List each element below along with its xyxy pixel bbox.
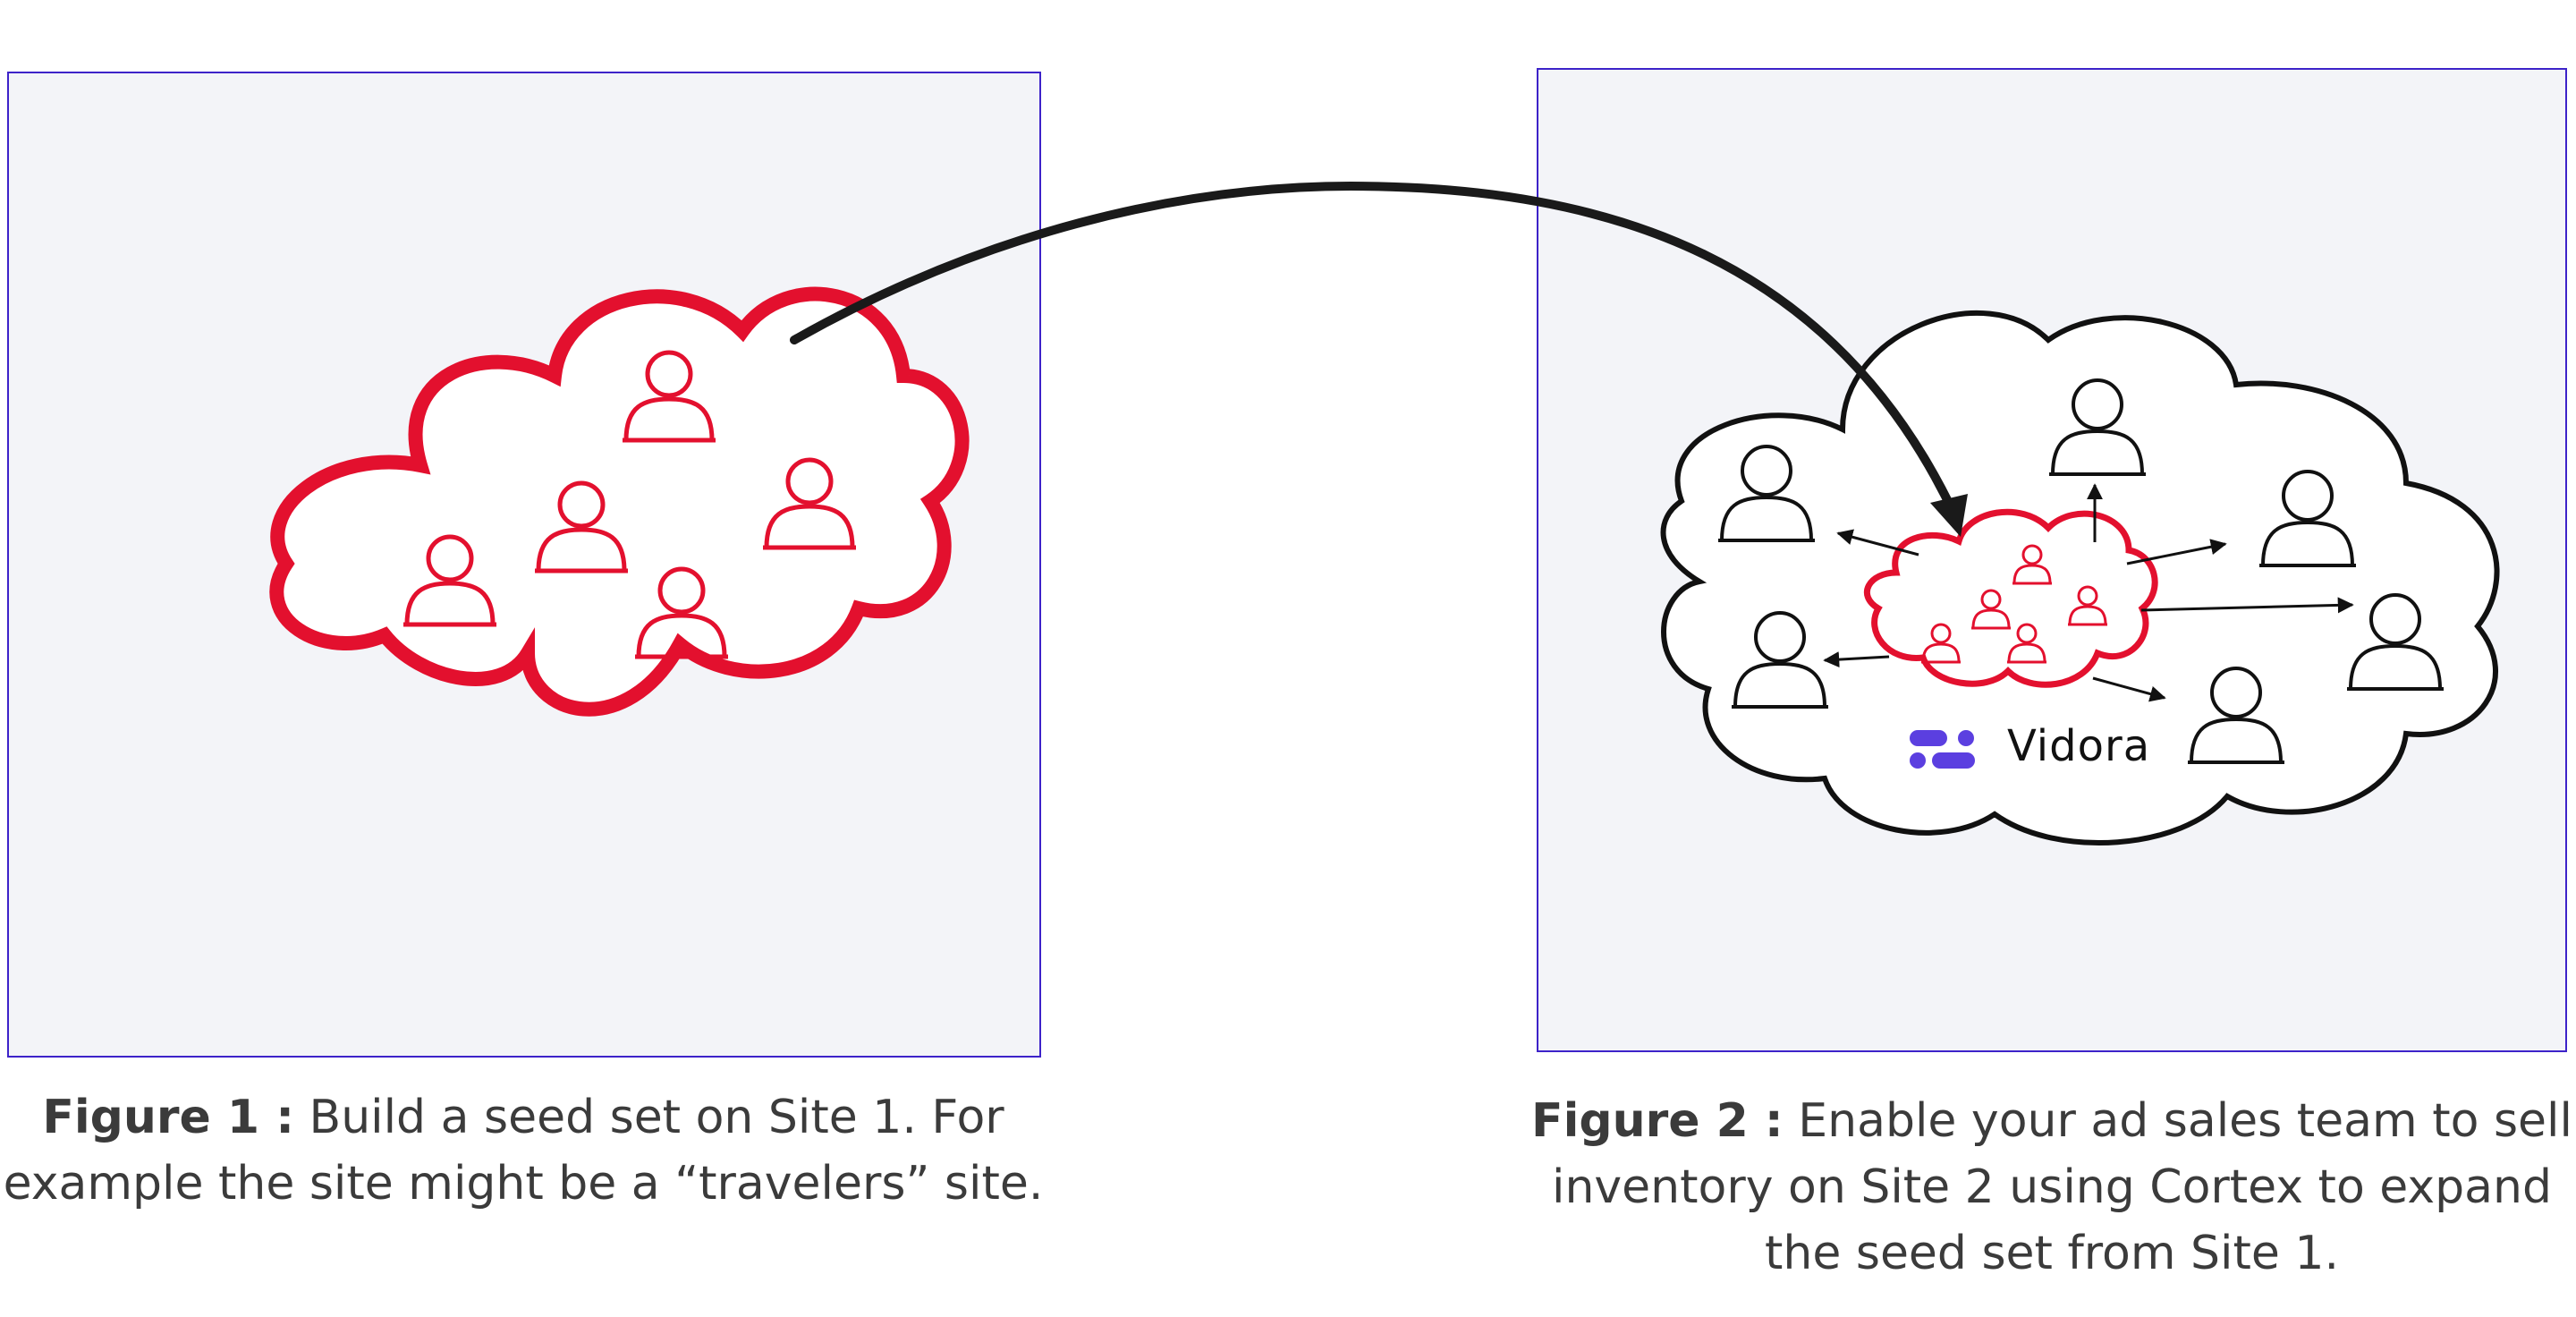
figure-2-caption-body: Enable your ad sales team to sell invent… <box>1552 1094 2572 1280</box>
curved-arrow-head <box>1930 494 1968 537</box>
figure-1-caption: Figure 1 : Build a seed set on Site 1. F… <box>0 1084 1046 1217</box>
figure-2-caption-lead: Figure 2 : <box>1531 1094 1784 1148</box>
curved-arrow <box>790 181 1959 519</box>
figure-1-caption-lead: Figure 1 : <box>42 1091 294 1144</box>
figure-1-caption-body: Build a seed set on Site 1. For example … <box>3 1091 1044 1211</box>
figure-2-caption: Figure 2 : Enable your ad sales team to … <box>1528 1088 2576 1287</box>
seed-cloud-shape <box>269 286 970 717</box>
vidora-logo-icon <box>1910 730 1975 769</box>
vidora-brand-label: Vidora <box>2007 721 2151 771</box>
seed-cloud-small-shape <box>1864 508 2158 688</box>
expansion-arrows <box>1823 483 2354 702</box>
